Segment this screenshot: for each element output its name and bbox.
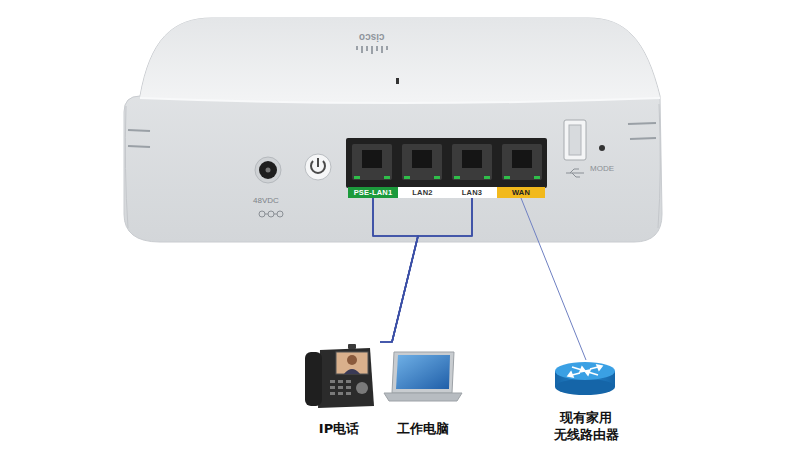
port-name: LAN3 (462, 188, 482, 197)
device-node: IP电话 (298, 342, 380, 438)
cable-connector (373, 198, 418, 342)
device-name: 工作电脑 (397, 420, 449, 438)
port-label: PSE-LAN1 (348, 187, 398, 198)
port-name: LAN2 (412, 188, 432, 197)
ip-phone-icon (305, 344, 374, 408)
cable-connector (392, 198, 472, 342)
device-node: 工作电脑 (382, 342, 464, 438)
cable-connector (380, 198, 472, 342)
device-name: 现有家用 无线路由器 (535, 409, 637, 444)
router-icon (555, 362, 615, 395)
port-label: LAN3 (447, 187, 497, 198)
laptop-icon (384, 352, 462, 401)
cable-connector (373, 198, 418, 342)
device-name: IP电话 (319, 420, 359, 438)
port-label: LAN2 (398, 187, 447, 198)
port-name: WAN (512, 188, 530, 197)
cable-connector (521, 198, 586, 360)
button-label: MODE (590, 164, 614, 173)
access-point-body (124, 18, 662, 242)
port-name: PSE-LAN1 (354, 188, 393, 197)
power-label: 48VDC (253, 196, 279, 205)
device-node: 现有家用 无线路由器 (535, 360, 637, 444)
port-label: WAN (497, 187, 545, 198)
brand-logo: cisco (359, 32, 385, 43)
